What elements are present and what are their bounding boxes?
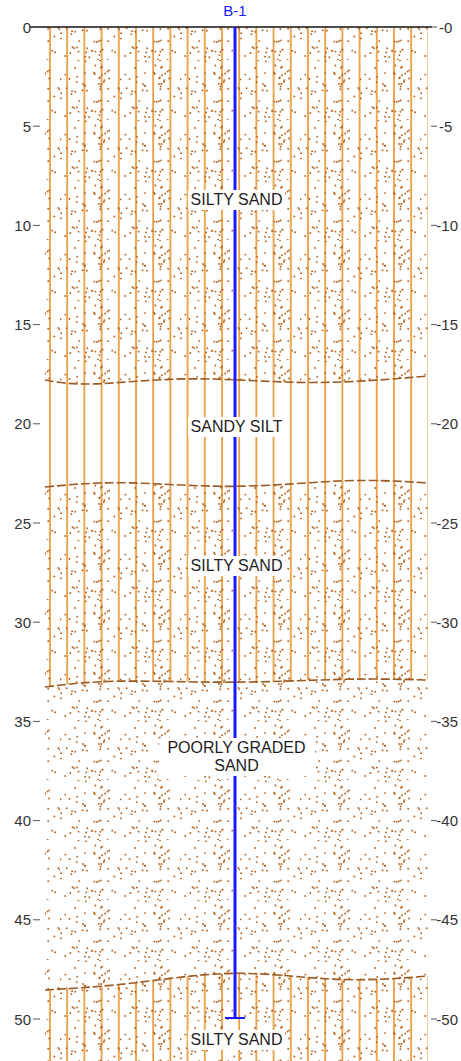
- depth-tick: [431, 820, 437, 821]
- layer-name: SILTY SAND: [188, 1030, 286, 1050]
- depth-number: 5: [23, 119, 31, 134]
- depth-number: 35: [14, 714, 31, 729]
- depth-tick: [33, 820, 40, 821]
- depth-number: -40: [436, 813, 458, 828]
- depth-number: 50: [14, 1012, 31, 1027]
- depth-number: -45: [436, 912, 458, 927]
- depth-tick: [431, 324, 437, 325]
- depth-tick: [33, 523, 40, 524]
- layer-name: SILTY SAND: [188, 190, 286, 210]
- depth-tick: [431, 1019, 437, 1020]
- depth-tick: [33, 919, 40, 920]
- depth-tick: [33, 324, 40, 325]
- depth-tick: [33, 27, 40, 28]
- layer-name: SILTY SAND: [188, 556, 286, 576]
- depth-number: -25: [436, 516, 458, 531]
- depth-tick: [431, 523, 437, 524]
- depth-tick: [33, 721, 40, 722]
- depth-tick: [431, 126, 437, 127]
- depth-tick: [33, 622, 40, 623]
- boring-line: [234, 27, 237, 1018]
- depth-number: 20: [14, 416, 31, 431]
- layer-name: POORLY GRADED SAND: [159, 738, 315, 777]
- layer-name: SANDY SILT: [188, 417, 286, 437]
- depth-number: 45: [14, 912, 31, 927]
- depth-tick: [431, 919, 437, 920]
- depth-number: -35: [436, 714, 458, 729]
- soil-layer-band: SILTY SAND: [45, 484, 428, 682]
- depth-number: -0: [439, 20, 452, 35]
- depth-tick: [431, 721, 437, 722]
- depth-number: 30: [14, 615, 31, 630]
- depth-number: -50: [436, 1012, 458, 1027]
- depth-number: 25: [14, 516, 31, 531]
- ground-surface: [30, 26, 432, 28]
- depth-tick: [33, 423, 40, 424]
- depth-number: 15: [14, 317, 31, 332]
- depth-number: 40: [14, 813, 31, 828]
- depth-tick: [33, 1019, 40, 1020]
- depth-number: -10: [436, 218, 458, 233]
- depth-number: -20: [436, 416, 458, 431]
- depth-number: -5: [439, 119, 452, 134]
- depth-tick: [33, 126, 40, 127]
- depth-tick: [431, 423, 437, 424]
- depth-tick: [33, 225, 40, 226]
- soil-layer-band: SANDY SILT: [45, 381, 428, 484]
- depth-tick: [431, 225, 437, 226]
- depth-number: -15: [436, 317, 458, 332]
- depth-number: -30: [436, 615, 458, 630]
- soil-layer-band: POORLY GRADED SAND: [45, 682, 428, 981]
- soil-layer-band: SILTY SAND: [45, 27, 428, 381]
- boring-end: [225, 1017, 245, 1019]
- depth-number: 10: [14, 218, 31, 233]
- layer-fills: [45, 27, 428, 1061]
- soil-layer-band: SILTY SAND: [45, 980, 428, 1061]
- depth-number: 0: [23, 20, 31, 35]
- depth-tick: [431, 622, 437, 623]
- depth-tick: [431, 27, 437, 28]
- boring-id: B-1: [223, 3, 246, 18]
